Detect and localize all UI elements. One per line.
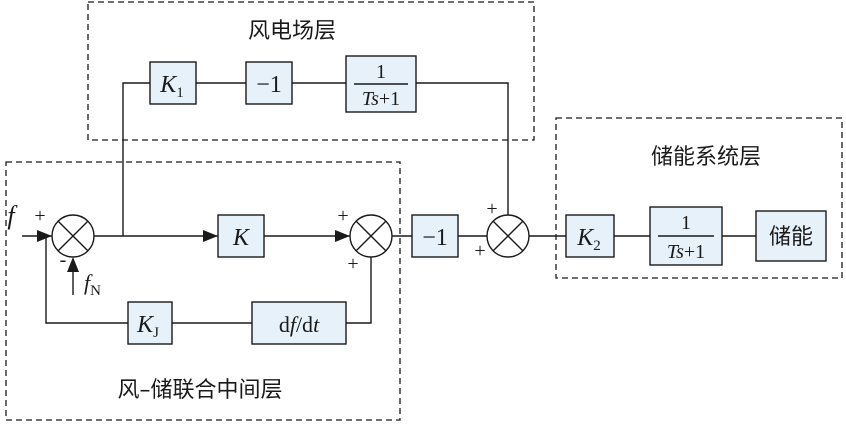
negate-top-block bbox=[245, 61, 293, 105]
gain-k-block bbox=[217, 214, 265, 258]
derivative-label: df/dt bbox=[279, 312, 320, 337]
signal-wires bbox=[22, 82, 756, 324]
input-f-label: f bbox=[7, 201, 18, 230]
sum3-left-plus-sign: + bbox=[474, 240, 485, 262]
transfer-fn-right-numerator: 1 bbox=[681, 212, 691, 234]
storage-block bbox=[755, 210, 827, 262]
wind-farm-layer-title: 风电场层 bbox=[248, 19, 336, 44]
negate-mid-label: −1 bbox=[422, 225, 448, 251]
sum2-bottom-plus-sign: + bbox=[347, 253, 358, 275]
gain-kj-block bbox=[127, 301, 173, 345]
negate-top-label: −1 bbox=[256, 72, 282, 98]
gain-k2-block bbox=[565, 214, 615, 258]
gain-k2-label: K2 bbox=[576, 225, 601, 254]
storage-block-label: 储能 bbox=[769, 225, 813, 250]
gain-k1-label: K1 bbox=[159, 72, 184, 101]
gain-kj-label: KJ bbox=[136, 312, 159, 341]
input-fn-label: fN bbox=[84, 270, 101, 299]
sum1-plus-sign: + bbox=[34, 205, 45, 227]
arrow-to-sum2 bbox=[335, 230, 350, 242]
wind-farm-layer-box bbox=[87, 1, 535, 141]
sum2-top-plus-sign: + bbox=[337, 205, 348, 227]
storage-layer-box bbox=[555, 117, 843, 279]
negate-mid-block bbox=[411, 214, 459, 258]
sum-junction-2 bbox=[349, 214, 393, 258]
sum-junction-3 bbox=[486, 214, 530, 258]
sum3-top-plus-sign: + bbox=[486, 198, 497, 220]
transfer-fn-right-denominator: Ts+1 bbox=[667, 241, 705, 263]
arrow-fn-input bbox=[67, 257, 79, 272]
sum1-minus-sign: - bbox=[60, 249, 67, 271]
transfer-fn-top-numerator: 1 bbox=[376, 61, 386, 83]
middle-layer-title: 风–储联合中间层 bbox=[117, 378, 282, 403]
derivative-block bbox=[251, 301, 347, 345]
arrow-to-k bbox=[203, 230, 218, 242]
middle-layer-box bbox=[5, 161, 401, 421]
transfer-fn-top-denominator: Ts+1 bbox=[362, 88, 400, 110]
storage-layer-title: 储能系统层 bbox=[651, 145, 761, 170]
gain-k-label: K bbox=[232, 225, 251, 251]
sum-junction-1 bbox=[51, 214, 95, 258]
gain-k1-block bbox=[149, 61, 197, 105]
arrow-f-input bbox=[37, 230, 52, 242]
